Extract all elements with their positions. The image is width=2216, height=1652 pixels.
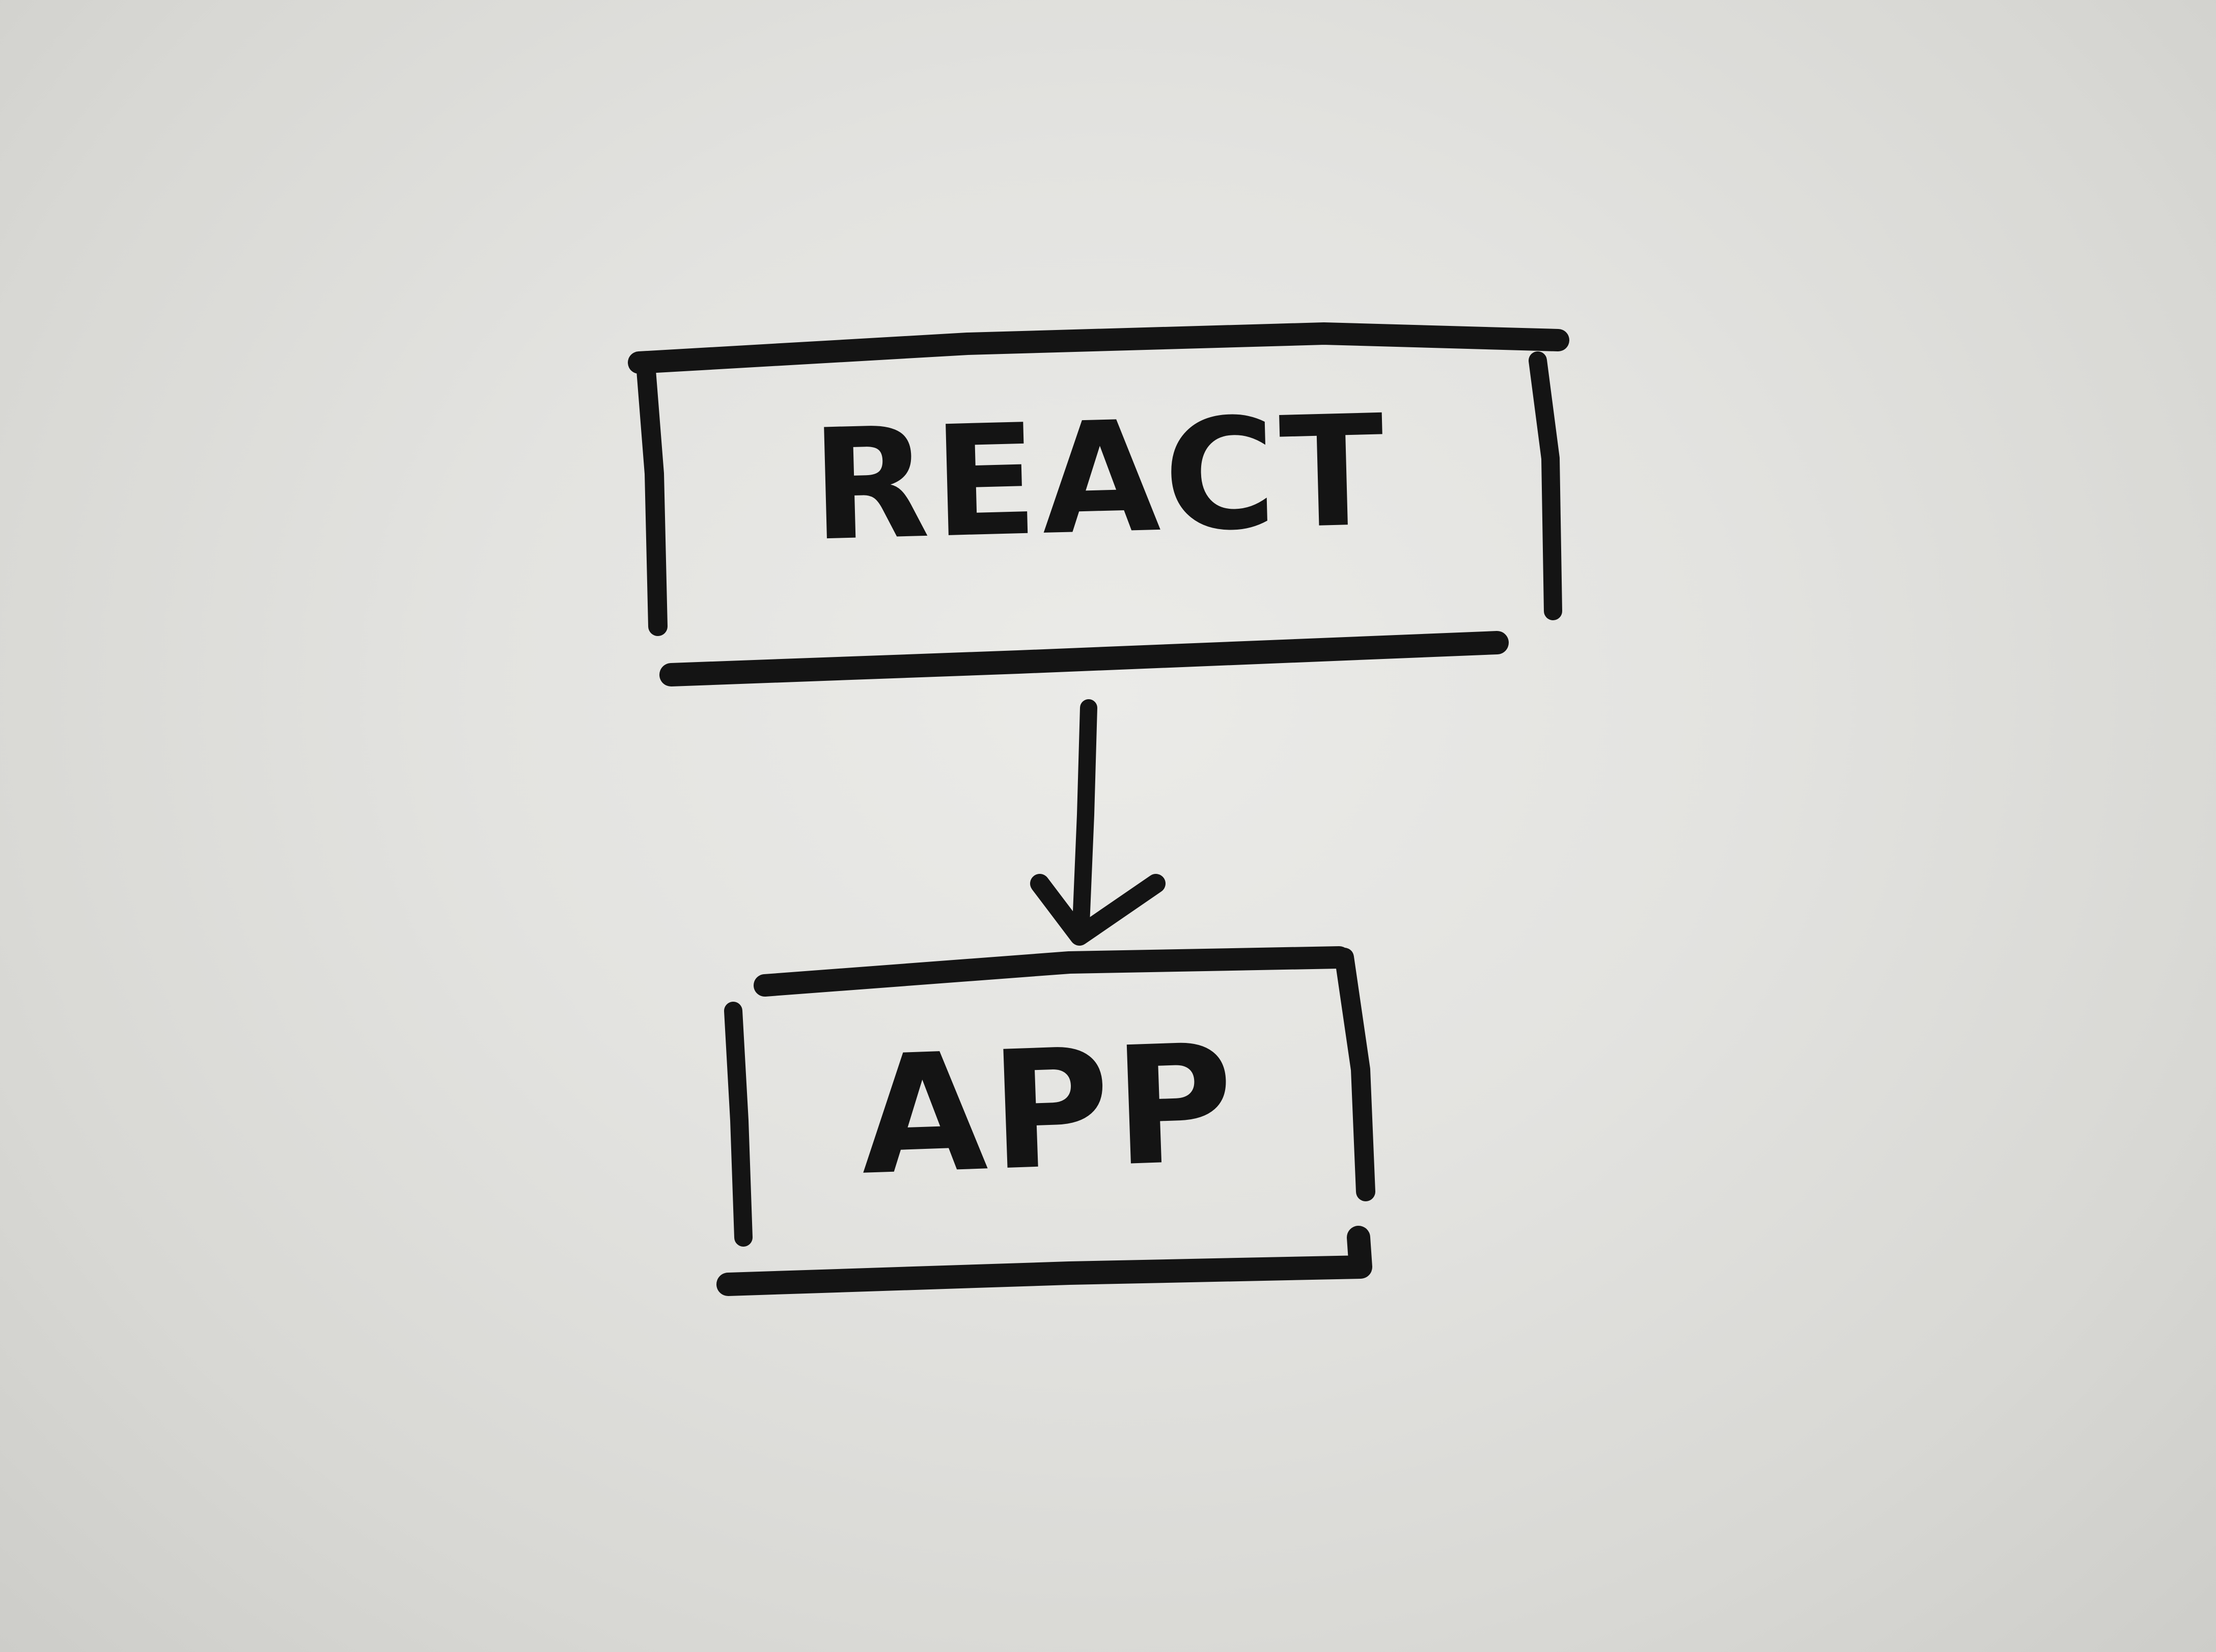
react-box — [628, 322, 1569, 686]
react-to-app-arrow — [1030, 699, 1166, 946]
react-box-right-edge — [1529, 351, 1562, 620]
app-box-top-edge — [754, 946, 1350, 997]
arrow-shaft — [1072, 699, 1097, 945]
react-box-label: REACT — [809, 382, 1391, 575]
app-box-right-edge — [1335, 948, 1375, 1201]
app-box-label: APP — [857, 1009, 1241, 1212]
arrow-head — [1030, 874, 1166, 946]
app-box-bottom-edge — [716, 1226, 1372, 1296]
app-box-left-edge — [724, 1002, 753, 1247]
react-box-left-edge — [636, 354, 668, 636]
react-box-top-edge — [628, 322, 1569, 374]
app-box — [716, 946, 1375, 1296]
react-box-bottom-edge — [659, 631, 1509, 686]
